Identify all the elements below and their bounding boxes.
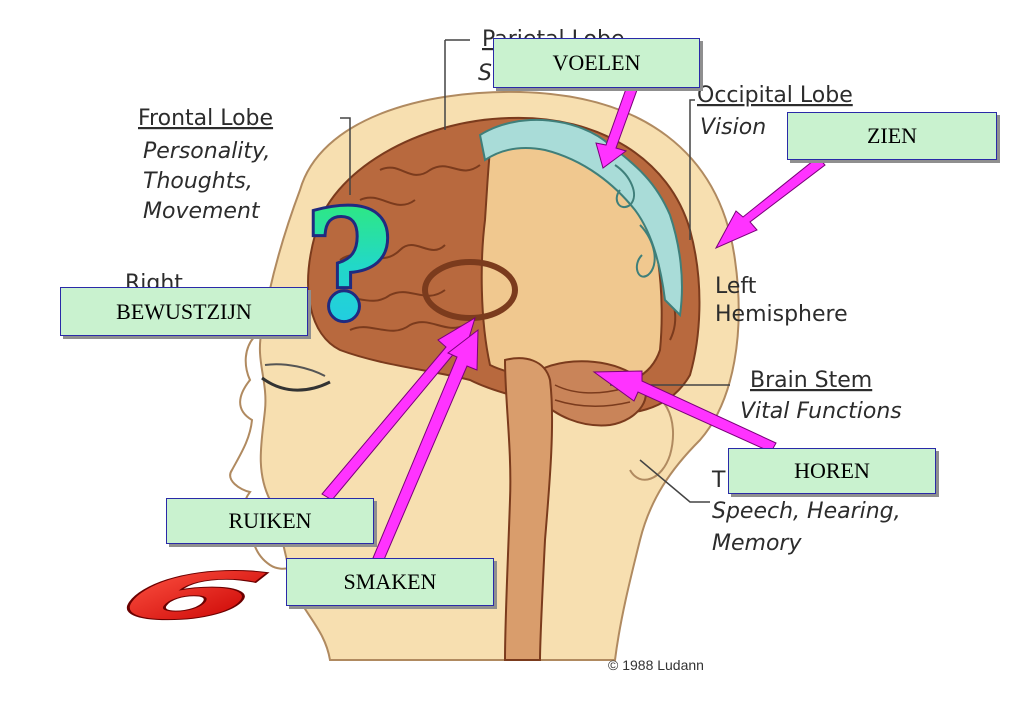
temporal-lobe-title: T bbox=[711, 468, 726, 493]
parietal-lobe-sub: S bbox=[478, 61, 492, 86]
temporal-lobe-line2: Memory bbox=[712, 531, 802, 556]
label-box-bewustzijn: BEWUSTZIJN bbox=[60, 287, 308, 336]
blue-swirls bbox=[614, 164, 656, 278]
occipital-lobe-sub: Vision bbox=[700, 115, 766, 140]
label-box-zien: ZIEN bbox=[787, 112, 997, 160]
eyebrow bbox=[264, 363, 326, 377]
number-six-text: 6 bbox=[101, 559, 282, 633]
corpus-callosum bbox=[422, 259, 518, 321]
face-profile bbox=[229, 329, 313, 576]
label-box-smaken: SMAKEN bbox=[286, 558, 494, 606]
label-box-ruiken: RUIKEN bbox=[166, 498, 374, 544]
occipital-lobe-title: Occipital Lobe bbox=[697, 83, 853, 108]
arrow-horen bbox=[592, 370, 777, 453]
frontal-lobe-line1: Personality, bbox=[143, 139, 270, 164]
parietal-blue-region bbox=[478, 119, 683, 318]
frontal-lobe-title: Frontal Lobe bbox=[138, 106, 273, 131]
brain-stem-sub: Vital Functions bbox=[740, 399, 902, 424]
arrow-voelen bbox=[595, 85, 638, 169]
pointer-arrows bbox=[321, 85, 826, 563]
copyright-text: © 1988 Ludann bbox=[608, 657, 704, 673]
arrow-smaken bbox=[372, 328, 479, 563]
frontal-lobe-line2: Thoughts, bbox=[143, 169, 253, 194]
left-hemisphere-line1: Left bbox=[715, 274, 757, 299]
label-box-horen: HOREN bbox=[728, 448, 936, 494]
closed-eye bbox=[261, 376, 331, 392]
question-mark-graphic: ? bbox=[305, 178, 393, 354]
left-hemisphere-line2: Hemisphere bbox=[715, 302, 848, 327]
brain-stem bbox=[503, 357, 554, 661]
frontal-lobe-line3: Movement bbox=[143, 199, 261, 224]
number-six-badge: 6 bbox=[99, 558, 284, 635]
temporal-lobe-line1: Speech, Hearing, bbox=[712, 499, 901, 524]
arrow-zien bbox=[714, 156, 826, 250]
brain-stem-title: Brain Stem bbox=[750, 368, 872, 393]
label-box-voelen: VOELEN bbox=[493, 38, 700, 88]
